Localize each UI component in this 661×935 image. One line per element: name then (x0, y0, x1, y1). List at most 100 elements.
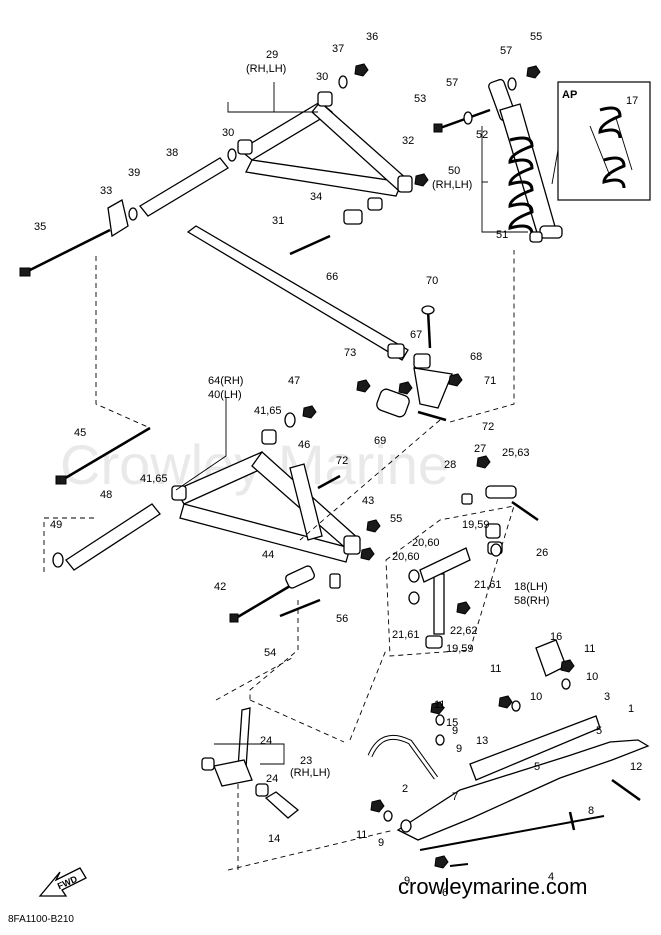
callout-l3[interactable]: 3 (604, 691, 610, 703)
callout-l10a[interactable]: 10 (530, 691, 542, 703)
callout-l7[interactable]: 7 (452, 791, 458, 803)
callout-l4[interactable]: 4 (548, 871, 554, 883)
upper-bracket-33[interactable] (107, 199, 129, 238)
upper-shaft-38[interactable] (139, 157, 229, 217)
callout-l56[interactable]: 56 (336, 613, 348, 625)
callout-l10b[interactable]: 10 (586, 671, 598, 683)
callout-l9a[interactable]: 9 (452, 725, 458, 737)
callout-l11d[interactable]: 11 (356, 829, 367, 841)
callout-l58[interactable]: 58(RH) (514, 595, 549, 607)
callout-l4165a[interactable]: 41,65 (254, 405, 282, 417)
callout-l67[interactable]: 67 (410, 329, 422, 341)
callout-l24a[interactable]: 24 (260, 735, 272, 747)
callout-l66[interactable]: 66 (326, 271, 338, 283)
callout-l52[interactable]: 52 (476, 129, 488, 141)
callout-l40[interactable]: 40(LH) (208, 389, 242, 401)
callout-l50s[interactable]: (RH,LH) (432, 179, 472, 191)
callout-l11b[interactable]: 11 (584, 643, 595, 655)
callout-l30a[interactable]: 30 (316, 71, 328, 83)
callout-l57b[interactable]: 57 (446, 77, 458, 89)
shock-absorber[interactable] (488, 78, 563, 239)
callout-l35[interactable]: 35 (34, 221, 46, 233)
callout-l14[interactable]: 14 (268, 833, 280, 845)
callout-l42[interactable]: 42 (214, 581, 226, 593)
callout-l33[interactable]: 33 (100, 185, 112, 197)
lower-shaft-48[interactable] (65, 503, 161, 571)
callout-l39[interactable]: 39 (128, 167, 140, 179)
callout-l12[interactable]: 12 (630, 761, 642, 773)
callout-l18[interactable]: 18(LH) (514, 581, 548, 593)
upper-washers[interactable] (128, 63, 429, 256)
callout-l4165b[interactable]: 41,65 (140, 473, 168, 485)
lower-hardware[interactable] (52, 405, 381, 623)
callout-l9c[interactable]: 9 (378, 837, 384, 849)
long-bolt-35[interactable] (19, 228, 111, 277)
callout-l9b[interactable]: 9 (456, 743, 462, 755)
spindle-18-58[interactable] (408, 455, 539, 649)
callout-l36[interactable]: 36 (366, 31, 378, 43)
callout-l72a[interactable]: 72 (482, 421, 494, 433)
callout-l5b[interactable]: 5 (596, 725, 602, 737)
callout-l17[interactable]: 17 (626, 95, 638, 107)
callout-l26[interactable]: 26 (536, 547, 548, 559)
callout-l71[interactable]: 71 (484, 375, 496, 387)
callout-l54[interactable]: 54 (264, 647, 276, 659)
callout-l2060a[interactable]: 20,60 (412, 537, 440, 549)
callout-l37[interactable]: 37 (332, 43, 344, 55)
callout-l48[interactable]: 48 (100, 489, 112, 501)
callout-l32[interactable]: 32 (402, 135, 414, 147)
ski-assembly[interactable] (367, 639, 650, 869)
callout-l2262[interactable]: 22,62 (450, 625, 478, 637)
callout-l2563[interactable]: 25,63 (502, 447, 530, 459)
callout-l38[interactable]: 38 (166, 147, 178, 159)
callout-l11a[interactable]: 11 (490, 663, 501, 675)
callout-l69[interactable]: 69 (374, 435, 386, 447)
callout-l15[interactable]: 15 (446, 717, 458, 729)
callout-l50[interactable]: 50 (448, 165, 460, 177)
callout-l70[interactable]: 70 (426, 275, 438, 287)
callout-l23[interactable]: 23 (300, 755, 312, 767)
callout-l6440[interactable]: 64(RH) (208, 375, 243, 387)
callout-l55a[interactable]: 55 (530, 31, 542, 43)
callout-l2161a[interactable]: 21,61 (474, 579, 502, 591)
lower-a-arm[interactable] (171, 429, 361, 563)
callout-l23s[interactable]: (RH,LH) (290, 767, 330, 779)
callout-l45[interactable]: 45 (74, 427, 86, 439)
callout-l68[interactable]: 68 (470, 351, 482, 363)
callout-l2[interactable]: 2 (402, 783, 408, 795)
callout-l29[interactable]: 29 (266, 49, 278, 61)
callout-l11c[interactable]: 11 (434, 699, 445, 711)
callout-l44[interactable]: 44 (262, 549, 274, 561)
callout-l43[interactable]: 43 (362, 495, 374, 507)
upper-a-arm[interactable] (237, 91, 413, 197)
callout-l24b[interactable]: 24 (266, 773, 278, 785)
callout-l9d[interactable]: 9 (404, 875, 410, 887)
shock-hardware[interactable] (433, 65, 543, 243)
callout-l1[interactable]: 1 (628, 703, 634, 715)
callout-l28[interactable]: 28 (444, 459, 456, 471)
callout-l8[interactable]: 8 (588, 805, 594, 817)
callout-l2060b[interactable]: 20,60 (392, 551, 420, 563)
callout-l55b[interactable]: 55 (390, 513, 402, 525)
callout-l29s[interactable]: (RH,LH) (246, 63, 286, 75)
long-bolt-45[interactable] (55, 426, 151, 485)
callout-l73[interactable]: 73 (344, 347, 356, 359)
callout-l46[interactable]: 46 (298, 439, 310, 451)
callout-l5a[interactable]: 5 (534, 761, 540, 773)
callout-l16[interactable]: 16 (550, 631, 562, 643)
callout-l53[interactable]: 53 (414, 93, 426, 105)
spindle-arm-23[interactable] (201, 707, 300, 819)
long-rod-66[interactable] (186, 225, 409, 361)
callout-l6[interactable]: 6 (442, 887, 448, 899)
callout-l13[interactable]: 13 (476, 735, 488, 747)
stabilizer-link[interactable] (356, 305, 463, 422)
callout-l31[interactable]: 31 (272, 215, 284, 227)
callout-l27[interactable]: 27 (474, 443, 486, 455)
callout-l1959b[interactable]: 19,59 (446, 643, 474, 655)
callout-l72b[interactable]: 72 (336, 455, 348, 467)
callout-l47[interactable]: 47 (288, 375, 300, 387)
callout-l34[interactable]: 34 (310, 191, 322, 203)
callout-l2161b[interactable]: 21,61 (392, 629, 420, 641)
callout-l1959a[interactable]: 19,59 (462, 519, 490, 531)
callout-l49[interactable]: 49 (50, 519, 62, 531)
